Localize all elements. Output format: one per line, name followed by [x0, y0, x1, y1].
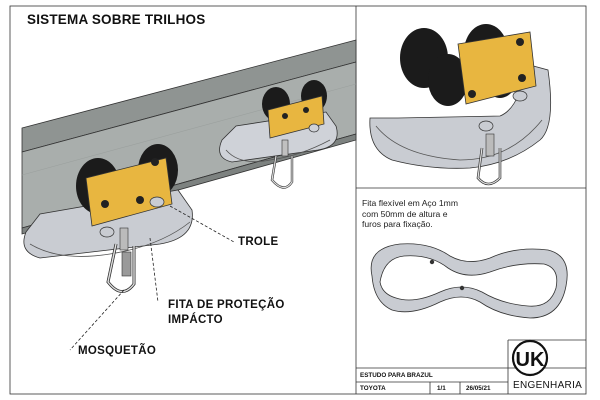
drawing-title: SISTEMA SOBRE TRILHOS — [27, 12, 206, 27]
leader-lines — [69, 205, 235, 351]
callout-trole: TROLE — [238, 236, 279, 248]
back-trolley — [219, 80, 338, 189]
title-block-sheet: 1/1 — [437, 385, 446, 392]
strap-note: Fita flexível em Aço 1mm com 50mm de alt… — [362, 198, 492, 230]
note-line-2: com 50mm de altura e — [362, 208, 448, 219]
title-block-study: ESTUDO PARA BRAZUL — [360, 372, 433, 379]
sheet-frame — [9, 5, 587, 395]
detail-trolley — [369, 24, 552, 186]
note-line-3: furos para fixação. — [362, 219, 433, 229]
front-trolley — [23, 144, 193, 293]
logo-mark: UK — [511, 339, 549, 377]
callout-fita-line2: IMPÁCTO — [168, 314, 223, 326]
callout-fita-line1: FITA DE PROTEÇÃO — [168, 299, 285, 311]
title-block-client: TOYOTA — [360, 385, 386, 392]
title-block-date: 26/05/21 — [466, 385, 491, 392]
note-line-1: Fita flexível em Aço 1mm — [362, 198, 458, 208]
logo-letters: UK — [516, 349, 545, 371]
logo-name: ENGENHARIA — [513, 380, 583, 391]
detail-strap — [370, 243, 568, 319]
callout-mosquetao: MOSQUETÃO — [78, 345, 157, 357]
